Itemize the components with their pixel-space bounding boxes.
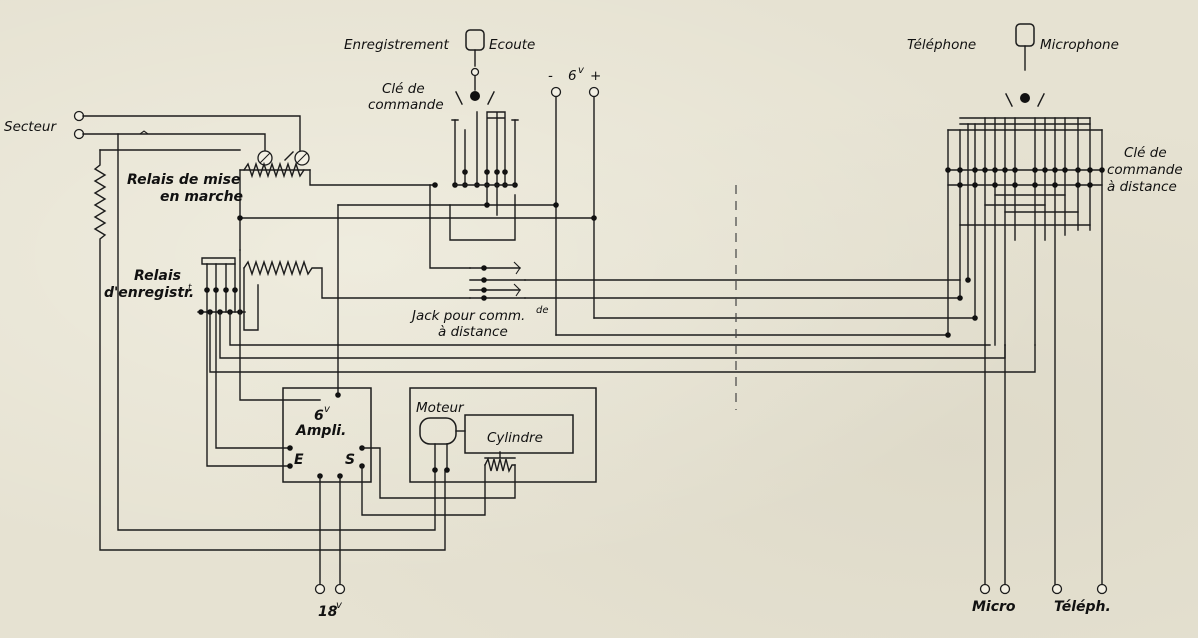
control-bus (237, 184, 597, 398)
label-relais-enr-1: Relais (134, 268, 181, 284)
label-ecoute: Ecoute (489, 37, 535, 53)
label-cle-dist-1: Clé de (1124, 145, 1167, 161)
moteur-cylindre-box (409, 387, 597, 483)
label-six-v: 6 (568, 68, 577, 84)
label-cle-de: Clé de (382, 81, 425, 97)
label-cle-dist-2: commande (1107, 162, 1183, 178)
label-18v-sup: v (336, 600, 343, 611)
label-jack-2: à distance (438, 324, 508, 340)
relais-mise-en-marche (239, 150, 436, 251)
label-ampli-e: E (294, 452, 304, 468)
label-relais-enr-2: d'enregistr. (104, 285, 194, 301)
label-ampli-s: S (345, 452, 355, 468)
ampli-box (206, 311, 516, 595)
label-18v: 18 (318, 604, 338, 620)
label-secteur: Secteur (4, 119, 57, 135)
label-relais-mise-2: en marche (160, 189, 243, 205)
secteur-input (73, 110, 301, 153)
micro-teleph-terminals (979, 344, 1108, 595)
label-six-v-sup: v (578, 65, 585, 76)
label-jack-1: Jack pour comm. (409, 308, 525, 324)
label-commande: commande (368, 97, 444, 113)
jack-commande-distance (469, 261, 961, 301)
label-relais-enr-sup: t (188, 283, 192, 293)
label-microphone: Microphone (1040, 37, 1119, 53)
label-ampli: Ampli. (295, 423, 346, 439)
enregistrement-ecoute-key (432, 29, 519, 216)
label-enregistrement: Enregistrement (344, 37, 449, 53)
secteur-resistor (93, 133, 446, 551)
label-relais-mise-1: Relais de mise (127, 172, 240, 188)
remote-lines (209, 311, 1036, 373)
label-cle-dist-3: à distance (1107, 179, 1177, 195)
cle-commande-distance (945, 23, 1105, 586)
label-telephone: Téléphone (907, 37, 976, 53)
label-teleph: Téléph. (1054, 599, 1111, 615)
label-six-v-pos: + (590, 68, 601, 84)
label-jack-sup: de (536, 305, 549, 316)
six-volt-terminals (550, 86, 600, 336)
label-ampli-6v: 6 (314, 408, 324, 424)
label-six-v-neg: - (548, 68, 553, 84)
label-ampli-6v-sup: v (324, 404, 331, 415)
label-micro: Micro (972, 599, 1016, 615)
label-cylindre: Cylindre (487, 430, 543, 446)
label-moteur: Moteur (416, 400, 465, 416)
